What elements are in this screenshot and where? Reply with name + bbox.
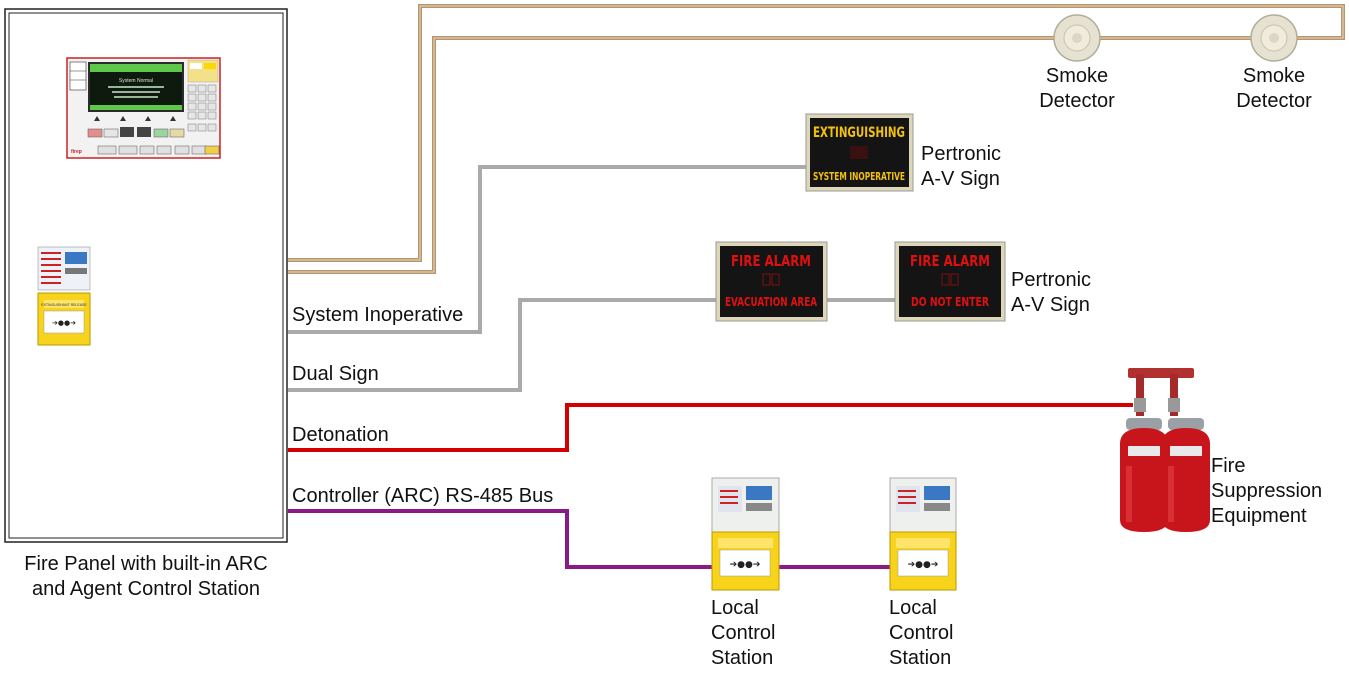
sign-extinguishing-top: EXTINGUISHING	[813, 125, 905, 141]
smoke-detector-icon	[1250, 14, 1298, 62]
sign-fire-alarm-do-not-enter: FIRE ALARM DO NOT ENTER	[894, 241, 1006, 322]
sign-donot-bottom: DO NOT ENTER	[911, 295, 989, 309]
av-sign-label-2: Pertronic A-V Sign	[1011, 269, 1092, 316]
lcd-title: System Normal	[119, 78, 153, 84]
circuit-label-rs485: Controller (ARC) RS-485 Bus	[292, 485, 554, 507]
rs485-bus-wire	[288, 509, 890, 569]
circuit-label-dual-sign: Dual Sign	[292, 363, 379, 385]
panel-caption-line1: Fire Panel with built-in ARC	[24, 553, 268, 575]
circuit-label-detonation: Detonation	[292, 424, 389, 446]
av-sign-label-1: Pertronic A-V Sign	[921, 143, 1002, 190]
circuit-label-system-inoperative: System Inoperative	[292, 304, 464, 326]
release-text: EXTINGUISHANT RELEASE	[41, 303, 87, 307]
sign-fire-alarm-evacuation: FIRE ALARM EVACUATION AREA	[715, 241, 828, 322]
panel-faceplate: System Normal	[66, 57, 221, 159]
smoke-detector-icon	[1053, 14, 1101, 62]
smoke-detector-1	[1053, 14, 1101, 62]
local-control-station-2: ➔●●➔	[889, 477, 957, 591]
panel-caption: Fire Panel with built-in ARC and Agent C…	[10, 552, 282, 602]
manual-call-point-icon: ➔●●➔	[52, 319, 76, 327]
detonation-wire	[288, 403, 1133, 452]
local-station-label-2: Local Control Station	[889, 597, 954, 669]
sign-extinguishing: EXTINGUISHING SYSTEM INOPERATIVE	[805, 113, 914, 192]
sign-evac-top: FIRE ALARM	[731, 252, 811, 270]
svg-text:firep: firep	[71, 149, 82, 155]
sign-extinguishing-bottom: SYSTEM INOPERATIVE	[813, 170, 905, 183]
smoke-detector-2	[1250, 14, 1298, 62]
sign-donot-top: FIRE ALARM	[910, 252, 990, 270]
smoke-detector-label-1: Smoke Detector	[1039, 65, 1115, 112]
fire-panel: System Normal	[4, 8, 288, 543]
dual-sign-wire	[288, 298, 716, 392]
local-control-station-1: ➔●●➔	[711, 477, 780, 591]
smoke-detector-label-2: Smoke Detector	[1236, 65, 1312, 112]
agent-control-station: EXTINGUISHANT RELEASE ➔●●➔	[37, 246, 91, 346]
detector-loop-wire-inner	[288, 5, 1344, 273]
suppression-cylinder-icon	[1120, 368, 1210, 532]
system-inoperative-wire	[288, 165, 806, 334]
sign-evac-bottom: EVACUATION AREA	[725, 295, 818, 309]
manual-call-point-icon: ➔●●➔	[730, 560, 761, 570]
manual-call-point-icon: ➔●●➔	[908, 560, 939, 570]
panel-caption-line2: and Agent Control Station	[32, 578, 260, 600]
local-station-label-1: Local Control Station	[711, 597, 776, 669]
suppression-equipment-label: Fire Suppression Equipment	[1211, 455, 1323, 527]
